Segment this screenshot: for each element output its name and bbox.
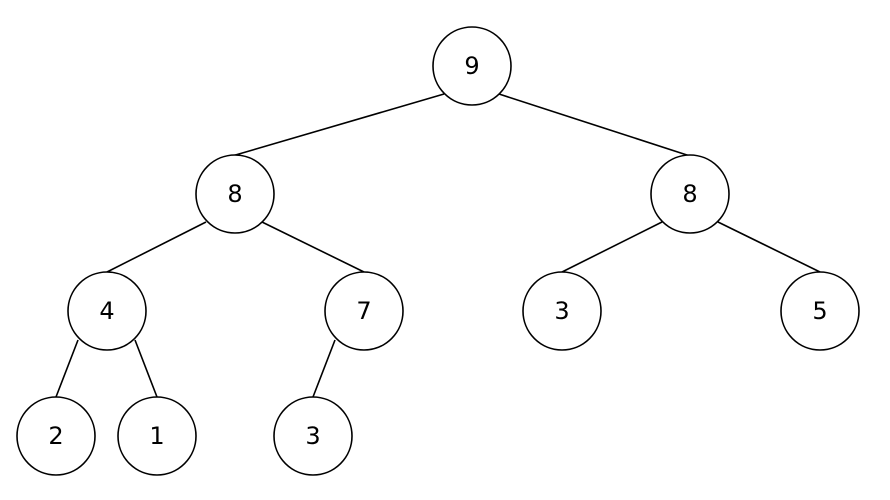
node-value: 7 — [356, 297, 371, 325]
edge-n1-n3 — [498, 93, 691, 157]
node-value: 4 — [99, 297, 114, 325]
tree-node-n4: 4 — [67, 271, 147, 351]
tree-node-n3: 8 — [650, 154, 730, 234]
node-value: 3 — [554, 297, 569, 325]
tree-edges — [55, 93, 821, 398]
edge-n4-n8 — [55, 339, 79, 398]
edge-n3-n6 — [561, 221, 663, 273]
node-circle — [16, 396, 96, 476]
node-value: 2 — [48, 422, 63, 450]
node-value: 1 — [149, 422, 164, 450]
tree-node-n8: 2 — [16, 396, 96, 476]
node-value: 9 — [464, 52, 479, 80]
edge-n5-n10 — [312, 339, 336, 398]
node-circle — [324, 271, 404, 351]
edge-n3-n7 — [717, 221, 821, 273]
edge-n2-n5 — [261, 221, 365, 273]
node-circle — [650, 154, 730, 234]
tree-node-n5: 7 — [324, 271, 404, 351]
tree-node-n9: 1 — [117, 396, 197, 476]
node-circle — [780, 271, 860, 351]
node-value: 3 — [305, 422, 320, 450]
node-value: 5 — [812, 297, 827, 325]
node-circle — [522, 271, 602, 351]
edge-n4-n9 — [134, 339, 158, 398]
tree-node-n6: 3 — [522, 271, 602, 351]
node-circle — [273, 396, 353, 476]
tree-node-n10: 3 — [273, 396, 353, 476]
edge-n1-n2 — [231, 93, 445, 157]
node-circle — [117, 396, 197, 476]
node-value: 8 — [227, 180, 242, 208]
edge-n2-n4 — [106, 221, 207, 273]
node-circle — [67, 271, 147, 351]
tree-node-n1: 9 — [432, 26, 512, 106]
tree-node-n7: 5 — [780, 271, 860, 351]
node-circle — [432, 26, 512, 106]
node-value: 8 — [682, 180, 697, 208]
tree-node-n2: 8 — [195, 154, 275, 234]
node-circle — [195, 154, 275, 234]
